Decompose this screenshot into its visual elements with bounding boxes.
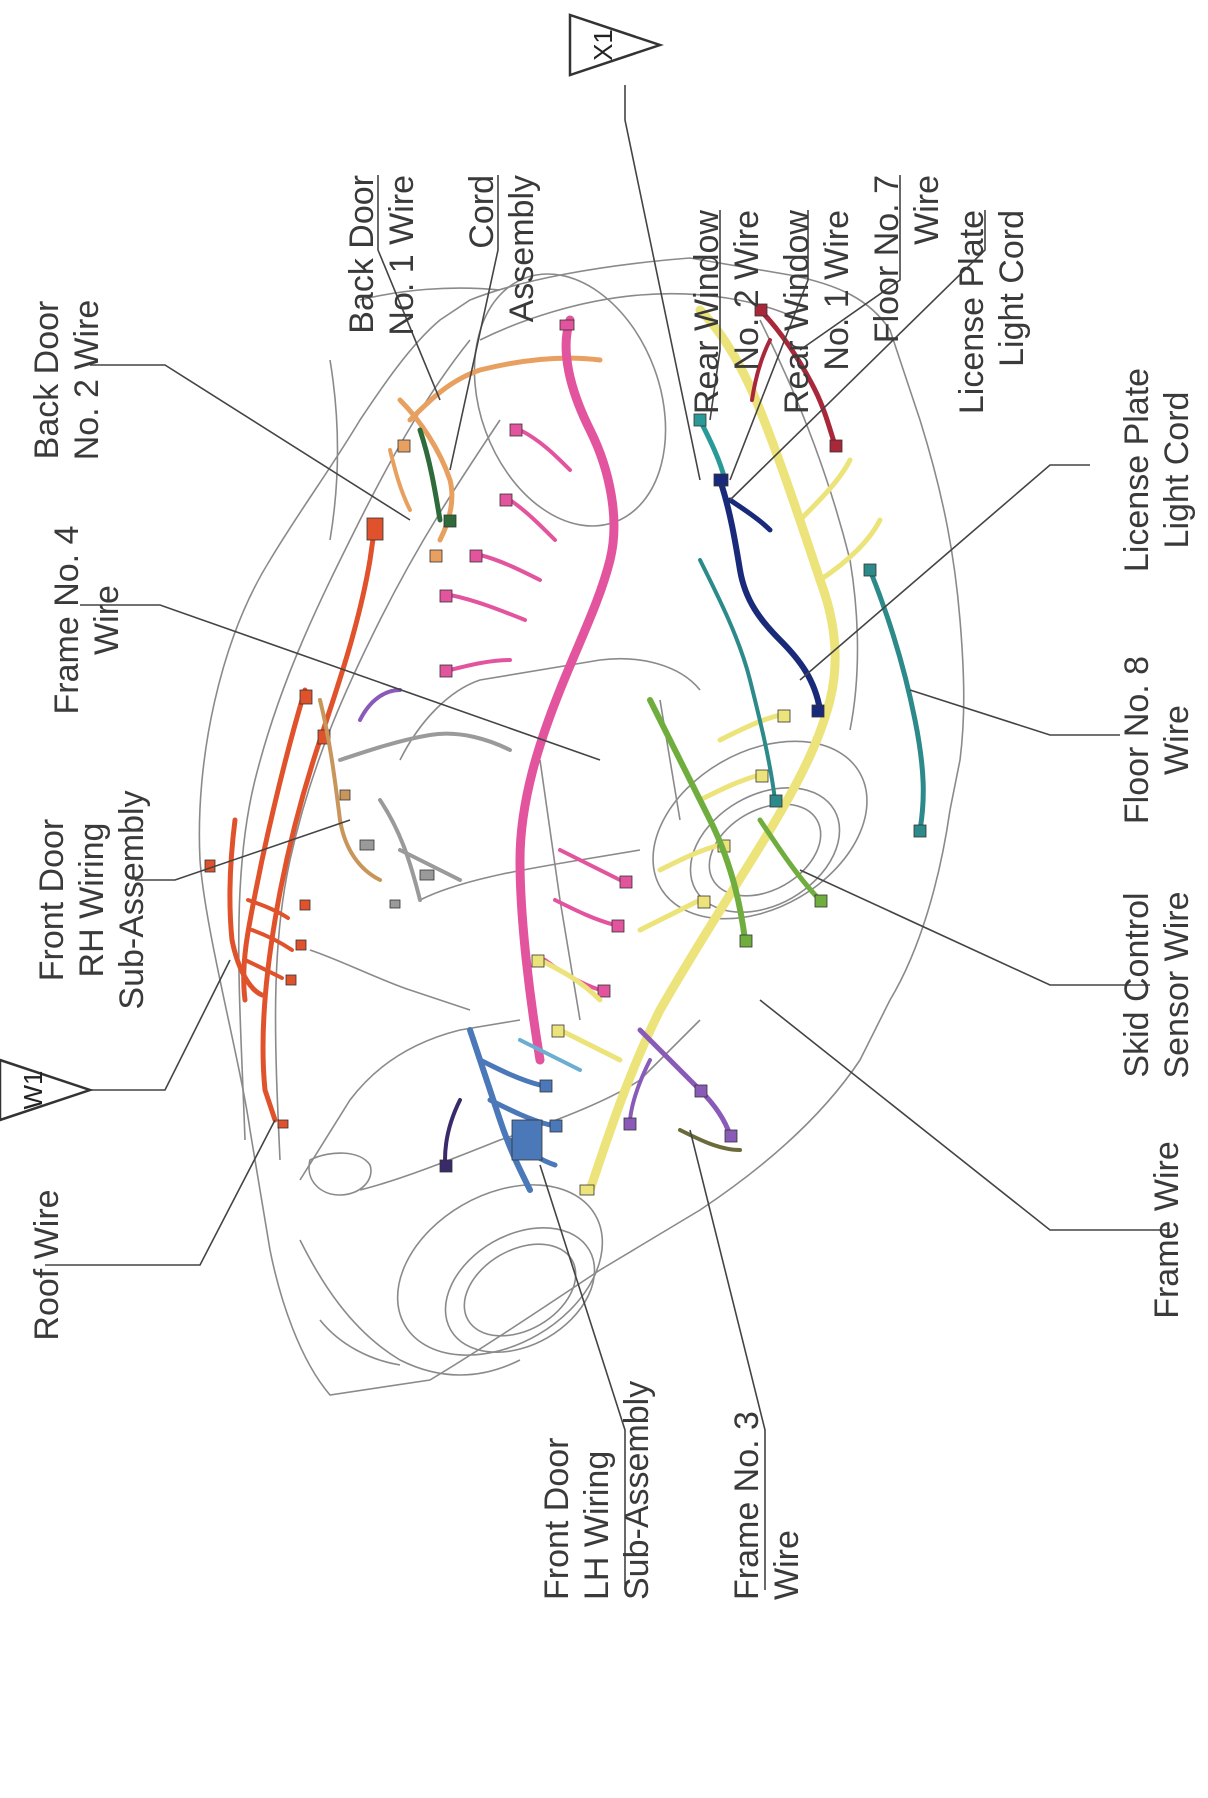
frame-no4-harness <box>439 315 633 1065</box>
leader-x1 <box>624 85 701 481</box>
label-line: Wire <box>768 1530 806 1600</box>
label-line: Wire <box>908 175 946 245</box>
leader-front-door-rh <box>135 819 351 881</box>
label-line: No. 2 Wire <box>68 300 106 461</box>
roof-wire-path <box>260 522 378 1123</box>
label-line: Sub-Assembly <box>113 790 151 1009</box>
label-line: Wire <box>88 585 126 655</box>
floor-no8-harness <box>698 558 927 838</box>
label-line: Back Door <box>343 175 381 334</box>
leader-floor-no8 <box>909 689 1120 736</box>
leader-cord-assembly <box>449 175 499 471</box>
w1-marker: W1 <box>0 1058 94 1122</box>
floor-no7-harness <box>750 303 843 453</box>
label-line: Floor No. 8 <box>1118 656 1156 824</box>
label-line: Rear Window <box>688 210 726 415</box>
label-line: Back Door <box>28 301 66 460</box>
leader-floor-no7 <box>799 175 901 351</box>
label-line: License Plate <box>953 210 991 414</box>
leader-license-plate-top <box>729 210 986 501</box>
label-line: Sensor Wire <box>1158 891 1196 1078</box>
label-line: No. 1 Wire <box>818 210 856 371</box>
label-line: Skid Control <box>1118 892 1156 1077</box>
front-door-lh-harness <box>439 1027 582 1193</box>
leader-rear-window-no2 <box>709 210 721 421</box>
svg-text:W1: W1 <box>18 1071 48 1110</box>
leader-front-door-lh <box>539 1164 626 1590</box>
label-line: Floor No. 7 <box>868 175 906 343</box>
label-line: Light Cord <box>993 210 1031 367</box>
label-line: Light Cord <box>1158 392 1196 549</box>
label-line: Frame No. 3 <box>728 1411 766 1600</box>
rear-window-no2-path <box>697 417 728 483</box>
label-line: License Plate <box>1118 368 1156 572</box>
label-line: No. 1 Wire <box>383 175 421 336</box>
front-door-rh-harness <box>318 688 512 909</box>
leader-back-door-no1 <box>377 175 441 401</box>
label-line: Roof Wire <box>28 1189 66 1340</box>
svg-text:X1: X1 <box>588 29 618 61</box>
leader-frame-no3 <box>689 1129 766 1590</box>
wire-harnesses <box>204 303 927 1196</box>
rear-window-no1-path <box>717 477 823 713</box>
leader-back-door-no2 <box>90 364 411 521</box>
label-line: RH Wiring <box>73 823 111 978</box>
leader-lines <box>45 85 1170 1590</box>
label-line: Rear Window <box>778 210 816 415</box>
frame-no3-harness <box>623 1027 742 1152</box>
leader-skid-control <box>799 869 1150 986</box>
leader-roof-wire <box>45 1119 276 1266</box>
label-line: Wire <box>1158 705 1196 775</box>
leader-frame-no4 <box>80 604 601 761</box>
label-roof-wire: Roof Wire <box>28 1189 66 1340</box>
x1-marker: X1 <box>568 13 664 77</box>
label-line: LH Wiring <box>578 1451 616 1600</box>
cord-assembly-path <box>417 427 443 523</box>
leader-w1 <box>80 959 231 1091</box>
label-line: Cord <box>463 175 501 249</box>
label-line: Frame Wire <box>1148 1141 1186 1319</box>
label-line: Assembly <box>503 175 541 322</box>
skid-control-harness <box>647 697 828 948</box>
label-line: No. 2 Wire <box>728 210 766 371</box>
leader-frame-wire <box>759 999 1170 1231</box>
leader-license-plate-right <box>799 464 1090 681</box>
vehicle-body-outline <box>198 257 965 1396</box>
frame-wire-harness <box>531 305 883 1196</box>
label-line: Sub-Assembly <box>618 1381 656 1600</box>
rear-window-harness <box>693 413 825 718</box>
leader-rear-window-no1 <box>729 210 809 481</box>
roof-wire-harness <box>204 517 384 1129</box>
label-line: Front Door <box>33 819 71 982</box>
label-frame-wire: Frame Wire <box>1148 1141 1186 1319</box>
label-line: Frame No. 4 <box>48 526 86 715</box>
label-line: Front Door <box>538 1438 576 1601</box>
